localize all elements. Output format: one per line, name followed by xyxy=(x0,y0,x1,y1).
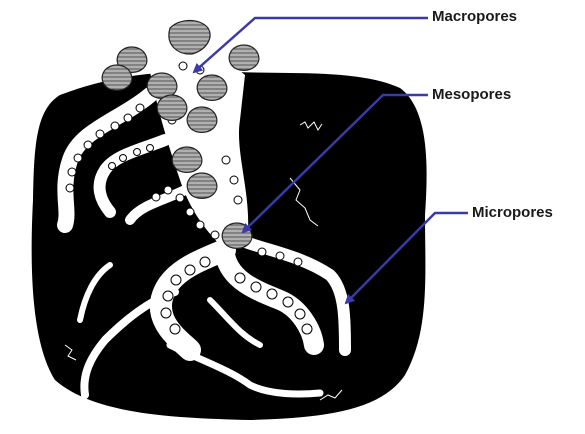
macropores-arrow xyxy=(194,18,428,72)
micropores-label: Micropores xyxy=(472,204,553,221)
macropores-label: Macropores xyxy=(432,8,517,25)
mesopores-label: Mesopores xyxy=(432,86,511,103)
